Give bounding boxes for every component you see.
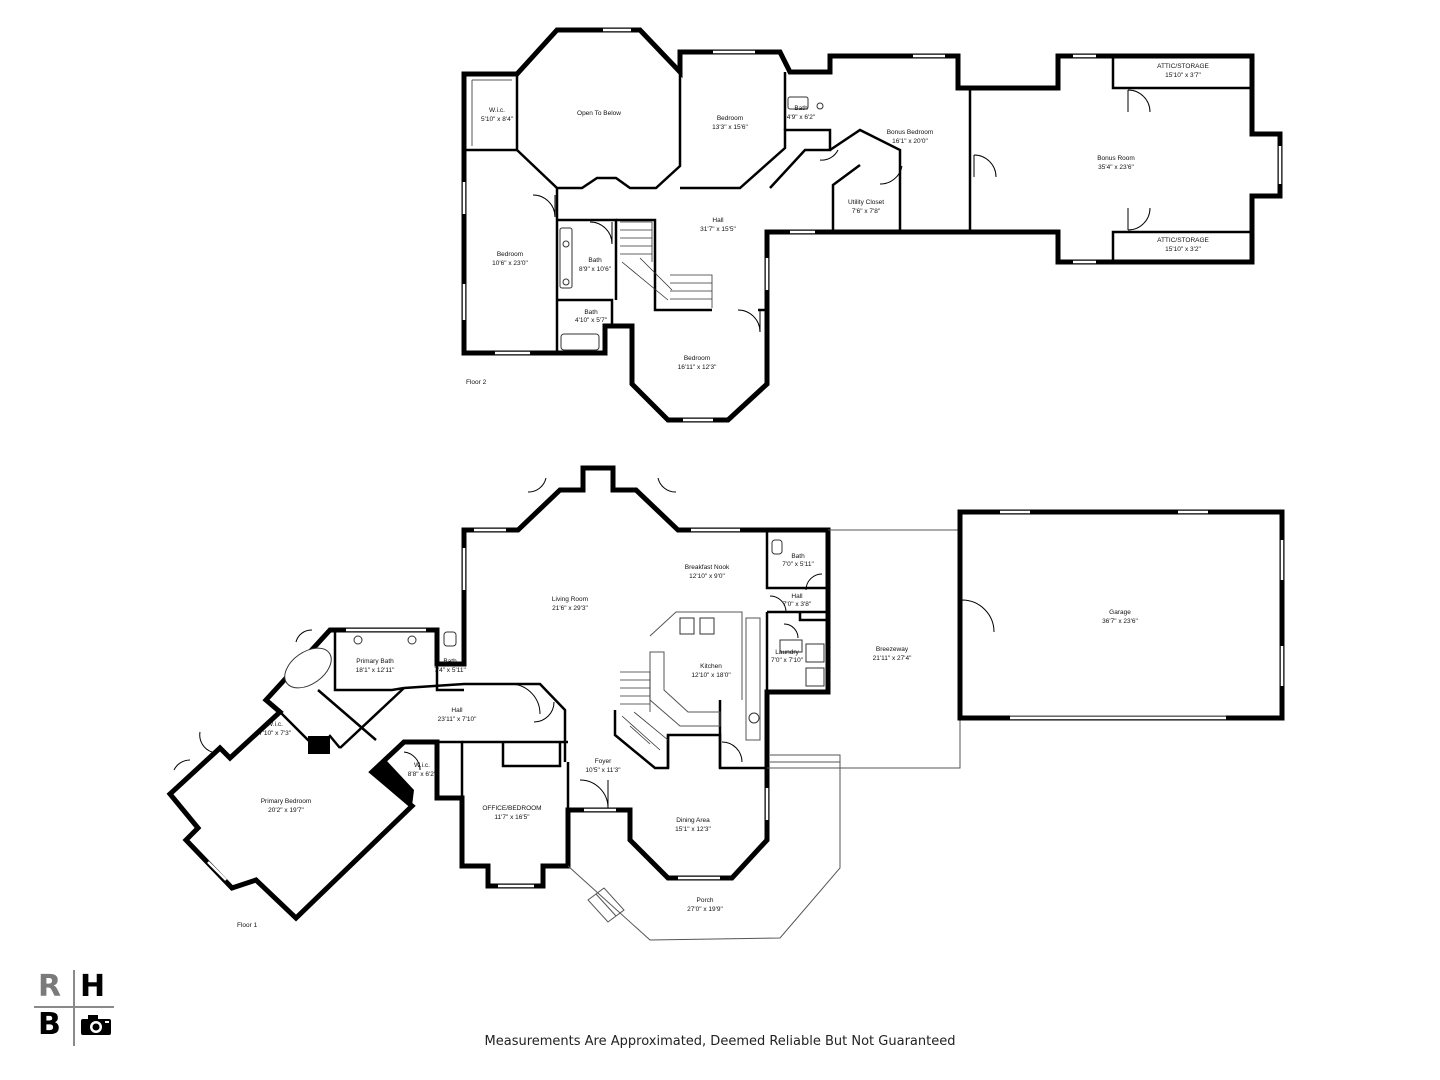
room-name: ATTIC/STORAGE (1157, 237, 1209, 244)
room-dims: 15'10" x 3'2" (1165, 246, 1201, 253)
room-name: Primary Bedroom (261, 798, 312, 805)
logo-letter-r: R (38, 969, 62, 1004)
room-dims: 15'10" x 3'7" (1165, 72, 1201, 79)
room-name: Bath (584, 309, 598, 316)
room-name: Primary Bath (356, 658, 394, 665)
room-dims: 21'6" x 29'3" (552, 605, 588, 612)
room-dims: 21'11" x 27'4" (873, 655, 912, 662)
room-name: Bonus Bedroom (887, 129, 934, 136)
room-name: Hall (451, 707, 463, 714)
room-name: Bath (443, 658, 457, 665)
room-dims: 8'8" x 6'2" (408, 771, 437, 778)
room-dims: 20'2" x 19'7" (268, 807, 304, 814)
room-name: OFFICE/BEDROOM (482, 805, 541, 812)
room-dims: 12'10" x 9'0" (689, 573, 725, 580)
room-dims: 10'5" x 11'3" (585, 767, 621, 774)
room-name: Breakfast Nook (685, 564, 730, 571)
room-name: Bath (791, 553, 805, 560)
room-dims: 10'6" x 23'0" (492, 260, 528, 267)
room-dims: 23'11" x 7'10" (438, 716, 477, 723)
room-dims: 31'7" x 15'5" (700, 226, 736, 233)
room-name: Hall (712, 217, 724, 224)
room-name: Bedroom (684, 355, 710, 362)
room-dims: 15'1" x 12'3" (675, 826, 711, 833)
room-name: Garage (1109, 609, 1131, 616)
camera-icon (81, 1015, 111, 1035)
room-name: Bonus Room (1097, 155, 1135, 162)
room-dims: 4'9" x 6'2" (787, 114, 816, 121)
room-name: Bedroom (717, 115, 743, 122)
room-name: Utility Closet (848, 199, 884, 206)
room-name: Bath (588, 257, 602, 264)
room-dims: 16'11" x 12'3" (678, 364, 717, 371)
room-dims: 13'3" x 15'6" (712, 124, 748, 131)
room-name: Kitchen (700, 663, 722, 670)
floor-label: Floor 2 (466, 379, 487, 386)
logo-letter-b: B (38, 1007, 61, 1042)
logo-divider-horizontal (34, 1006, 114, 1008)
room-name: Bath (794, 105, 808, 112)
room-name: Open To Below (577, 110, 621, 117)
room-dims: 16'1" x 20'0" (892, 138, 928, 145)
room-dims: 7'0" x 3'8" (783, 601, 812, 608)
room-dims: 7'6" x 7'8" (852, 208, 881, 215)
room-name: Bedroom (497, 251, 523, 258)
room-name: Foyer (595, 758, 612, 765)
room-name: Laundry (775, 649, 799, 656)
logo-divider-vertical (73, 970, 75, 1046)
room-name: Breezeway (876, 646, 909, 653)
room-dims: 7'4" x 5'11" (434, 667, 466, 674)
room-name: ATTIC/STORAGE (1157, 63, 1209, 70)
room-dims: 7'0" x 5'11" (782, 561, 814, 568)
room-dims: 36'7" x 23'6" (1102, 618, 1138, 625)
room-dims: 8'9" x 10'6" (579, 266, 612, 273)
room-dims: 35'4" x 23'6" (1098, 164, 1134, 171)
logo-letter-h: H (80, 969, 106, 1004)
room-name: W.i.c. (414, 762, 430, 769)
room-dims: 5'10" x 8'4" (481, 116, 514, 123)
room-dims: 7'0" x 7'10" (771, 657, 804, 664)
room-name: Dining Area (676, 817, 710, 824)
room-dims: 18'1" x 12'11" (356, 667, 395, 674)
room-name: Living Room (552, 596, 588, 603)
company-logo: R H B (34, 970, 118, 1050)
room-name: Porch (697, 897, 714, 904)
room-name: Hall (791, 593, 803, 600)
room-dims: 4'10" x 5'7" (575, 317, 608, 324)
floor-1: Living Room 21'6" x 29'3" Breakfast Nook… (166, 465, 1285, 941)
room-dims: 12'10" x 18'0" (691, 672, 731, 679)
room-name: W.i.c. (489, 107, 505, 114)
room-dims: 7'10" x 7'3" (259, 730, 292, 737)
room-dims: 11'7" x 16'5" (494, 814, 530, 821)
floor-2: W.i.c. 5'10" x 8'4" Open To Below Bedroo… (461, 27, 1283, 423)
room-name: W.i.c. (267, 721, 283, 728)
disclaimer-text: Measurements Are Approximated, Deemed Re… (484, 1034, 956, 1049)
room-dims: 27'0" x 19'9" (687, 906, 723, 913)
floor-label: Floor 1 (237, 922, 258, 929)
